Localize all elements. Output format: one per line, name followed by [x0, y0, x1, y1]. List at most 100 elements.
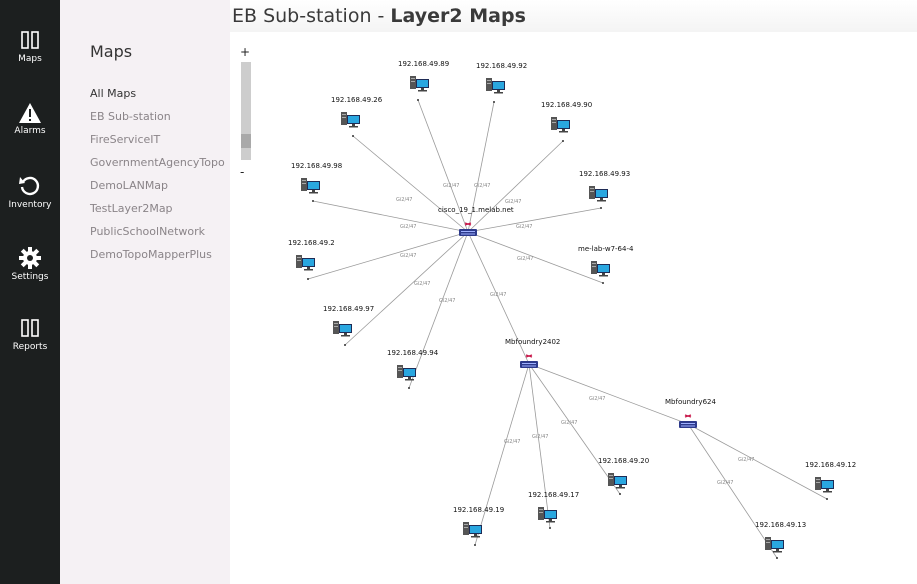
- switch-node[interactable]: Mbfoundry2402: [505, 338, 560, 369]
- map-list-item[interactable]: DemoTopoMapperPlus: [90, 248, 212, 261]
- computer-icon: [333, 321, 352, 337]
- link-endpoint: [417, 99, 419, 101]
- node-label: 192.168.49.92: [476, 62, 527, 70]
- host-node[interactable]: 192.168.49.2: [288, 239, 335, 271]
- host-node[interactable]: 192.168.49.13: [755, 521, 806, 553]
- host-node[interactable]: 192.168.49.97: [323, 305, 374, 337]
- sidebar-title: Maps: [90, 42, 133, 61]
- node-label: 192.168.49.98: [291, 162, 342, 170]
- topology-link[interactable]: [352, 135, 469, 233]
- host-node[interactable]: 192.168.49.19: [453, 506, 504, 538]
- node-label: cisco_19_1.melab.net: [438, 206, 514, 214]
- topology-link[interactable]: [528, 363, 689, 425]
- link-endpoint: [474, 544, 476, 546]
- switch-node[interactable]: Mbfoundry624: [665, 398, 716, 429]
- link-label: Gi2/47: [532, 434, 549, 440]
- link-endpoint: [352, 135, 354, 137]
- switch-icon: [519, 354, 539, 369]
- nav-item-settings[interactable]: Settings: [0, 246, 60, 306]
- link-label: Gi2/47: [400, 253, 417, 259]
- host-node[interactable]: 192.168.49.92: [476, 62, 527, 94]
- nav-item-maps[interactable]: Maps: [0, 30, 60, 90]
- node-label: 192.168.49.89: [398, 60, 449, 68]
- nav-label: Inventory: [8, 200, 52, 210]
- topology-link[interactable]: [408, 231, 469, 389]
- zoom-in-button[interactable]: +: [240, 45, 251, 59]
- computer-icon: [486, 78, 505, 94]
- switch-icon: [458, 222, 478, 237]
- map-list-item[interactable]: EB Sub-station: [90, 110, 171, 123]
- computer-icon: [341, 112, 360, 128]
- topology-link[interactable]: [467, 101, 495, 233]
- topology-link[interactable]: [467, 231, 604, 284]
- zoom-slider[interactable]: [241, 62, 251, 160]
- node-label: 192.168.49.94: [387, 349, 439, 357]
- computer-icon: [765, 537, 784, 553]
- host-node[interactable]: 192.168.49.26: [331, 96, 383, 128]
- nav-item-alarms[interactable]: Alarms: [0, 102, 60, 162]
- computer-icon: [551, 117, 570, 133]
- topology-link[interactable]: [344, 231, 469, 346]
- link-endpoint: [307, 278, 309, 280]
- link-label: Gi2/47: [517, 256, 534, 262]
- topology-link[interactable]: [528, 363, 551, 529]
- map-list-item[interactable]: TestLayer2Map: [90, 202, 173, 215]
- topology-link[interactable]: [474, 363, 530, 546]
- node-label: 192.168.49.97: [323, 305, 374, 313]
- nav-item-reports[interactable]: Reports: [0, 318, 60, 378]
- topology-link[interactable]: [417, 99, 469, 233]
- host-node[interactable]: 192.168.49.93: [579, 170, 630, 202]
- refresh-icon: [19, 176, 40, 196]
- map-list-item[interactable]: DemoLANMap: [90, 179, 169, 192]
- map-list-item[interactable]: GovernmentAgencyTopo: [90, 156, 225, 169]
- zoom-slider-thumb[interactable]: [241, 134, 251, 148]
- link-label: Gi2/47: [400, 224, 417, 230]
- maps-icon: [21, 31, 39, 49]
- switch-icon: [678, 414, 698, 429]
- topology-link[interactable]: [467, 231, 530, 365]
- host-node[interactable]: 192.168.49.17: [528, 491, 579, 523]
- page-title-main: Layer2 Maps: [390, 5, 526, 27]
- nav-item-inventory[interactable]: Inventory: [0, 174, 60, 234]
- link-endpoint: [619, 493, 621, 495]
- zoom-out-button[interactable]: -: [240, 165, 245, 179]
- map-list-item[interactable]: PublicSchoolNetwork: [90, 225, 206, 238]
- topology-link[interactable]: [687, 423, 828, 500]
- host-node[interactable]: 192.168.49.12: [805, 461, 856, 493]
- topology-link[interactable]: [467, 207, 602, 233]
- node-label: 192.168.49.90: [541, 101, 592, 109]
- topology-link[interactable]: [312, 200, 469, 233]
- link-endpoint: [826, 498, 828, 500]
- link-endpoint: [312, 200, 314, 202]
- host-node[interactable]: 192.168.49.90: [541, 101, 592, 133]
- host-node[interactable]: 192.168.49.94: [387, 349, 439, 381]
- link-label: Gi2/47: [439, 298, 456, 304]
- host-node[interactable]: 192.168.49.98: [291, 162, 342, 194]
- host-node[interactable]: 192.168.49.20: [598, 457, 649, 489]
- computer-icon: [815, 477, 834, 493]
- nav-rail: Maps Alarms Inventory Settings: [0, 0, 60, 584]
- map-list-item[interactable]: FireServiceIT: [90, 133, 161, 146]
- node-label: Mbfoundry2402: [505, 338, 560, 346]
- page-title-prefix: EB Sub-station -: [232, 5, 391, 27]
- topology-link[interactable]: [687, 423, 778, 559]
- topology-link[interactable]: [307, 231, 469, 280]
- link-label: Gi2/47: [561, 420, 578, 426]
- map-list-item[interactable]: All Maps: [90, 87, 137, 100]
- host-node[interactable]: me-lab-w7-64-4: [578, 245, 634, 277]
- link-endpoint: [776, 557, 778, 559]
- node-label: me-lab-w7-64-4: [578, 245, 634, 253]
- switch-node[interactable]: cisco_19_1.melab.net: [438, 206, 514, 237]
- topology-link[interactable]: [528, 363, 621, 495]
- host-node[interactable]: 192.168.49.89: [398, 60, 449, 92]
- node-label: 192.168.49.19: [453, 506, 504, 514]
- reports-icon: [21, 319, 39, 337]
- nav-label: Reports: [12, 342, 48, 352]
- topology-link[interactable]: [467, 140, 564, 233]
- link-label: Gi2/47: [414, 281, 431, 287]
- link-endpoint: [602, 282, 604, 284]
- computer-icon: [589, 186, 608, 202]
- link-endpoint: [408, 387, 410, 389]
